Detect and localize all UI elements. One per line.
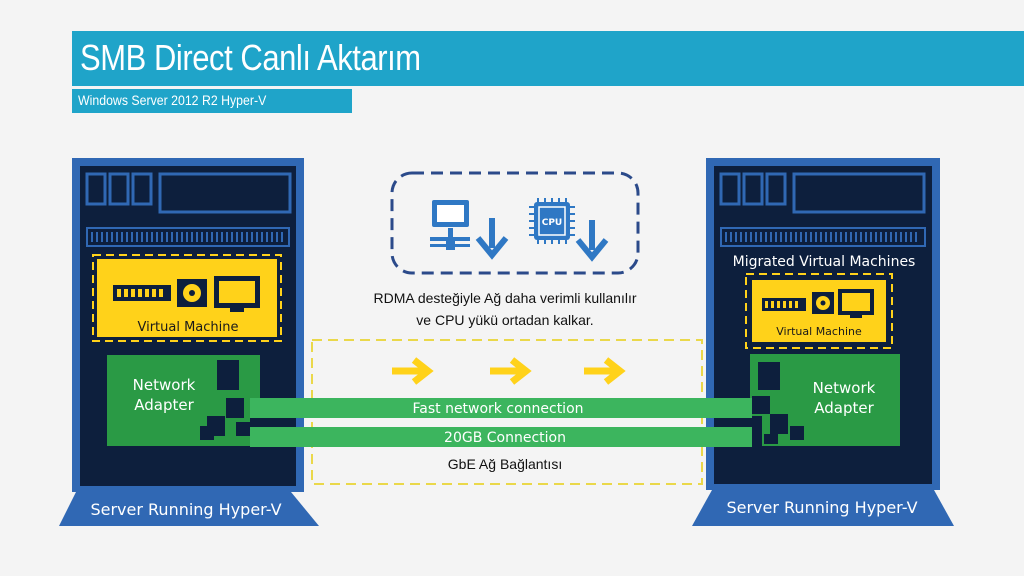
fast-connection-label: Fast network connection	[412, 401, 583, 417]
left-drive-bays	[85, 172, 292, 214]
page-subtitle: Windows Server 2012 R2 Hyper-V	[78, 92, 267, 108]
left-vm-label: Virtual Machine	[137, 320, 238, 335]
rdma-caption-line2: ve CPU yükü ortadan kalkar.	[416, 312, 593, 328]
left-network-adapter: Network Adapter	[107, 355, 260, 446]
rdma-box: CPU RDMA desteğiyle Ağ daha verimli kull…	[373, 171, 640, 328]
left-vent-strip	[86, 227, 290, 247]
right-nic-label-line2: Adapter	[814, 399, 874, 417]
right-arrow-icon	[392, 357, 434, 385]
connection-area: Fast network connection 20GB Connection …	[250, 339, 752, 485]
transfer-arrows	[392, 357, 626, 385]
cpu-icon: CPU	[529, 198, 575, 244]
right-arrow-icon	[490, 357, 532, 385]
down-arrow-icon	[575, 220, 609, 262]
cpu-chip-text: CPU	[542, 218, 563, 228]
page-title: SMB Direct Canlı Aktarım	[80, 37, 421, 78]
right-network-adapter: Network Adapter	[750, 354, 900, 446]
memory-icon	[113, 285, 171, 301]
left-nic-label-line2: Adapter	[134, 396, 194, 414]
monitor-icon	[214, 276, 260, 312]
memory-icon	[762, 298, 806, 311]
gbe-connection-label: GbE Ağ Bağlantısı	[448, 456, 562, 472]
right-nic-label-line1: Network	[813, 379, 876, 397]
speed-connection-bar	[250, 427, 752, 447]
down-arrow-icon	[475, 218, 509, 260]
left-server-base	[59, 492, 319, 526]
right-arrow-icon	[584, 357, 626, 385]
right-server-label: Server Running Hyper-V	[726, 498, 917, 517]
monitor-icon	[838, 289, 874, 318]
disk-icon	[177, 279, 207, 307]
right-drive-bays	[719, 172, 926, 214]
computer-icon	[430, 200, 470, 250]
left-server: Virtual Machine Network Adapter Server R…	[59, 158, 319, 526]
disk-icon	[812, 292, 834, 314]
subtitle-bar: Windows Server 2012 R2 Hyper-V	[72, 89, 352, 113]
migrated-vms-label: Migrated Virtual Machines	[733, 254, 916, 270]
left-server-label: Server Running Hyper-V	[90, 500, 281, 519]
title-bar: SMB Direct Canlı Aktarım	[72, 31, 1024, 86]
left-nic-label-line1: Network	[133, 376, 196, 394]
rdma-caption-line1: RDMA desteğiyle Ağ daha verimli kullanıl…	[373, 290, 636, 306]
right-server-base	[692, 490, 954, 526]
right-vm-label: Virtual Machine	[776, 325, 862, 338]
speed-connection-label: 20GB Connection	[444, 430, 566, 446]
rdma-dashed-box	[390, 171, 640, 275]
right-server: Migrated Virtual Machines Virtual Machin…	[692, 158, 954, 526]
fast-connection-bar	[250, 398, 752, 418]
right-vent-strip	[720, 227, 926, 247]
